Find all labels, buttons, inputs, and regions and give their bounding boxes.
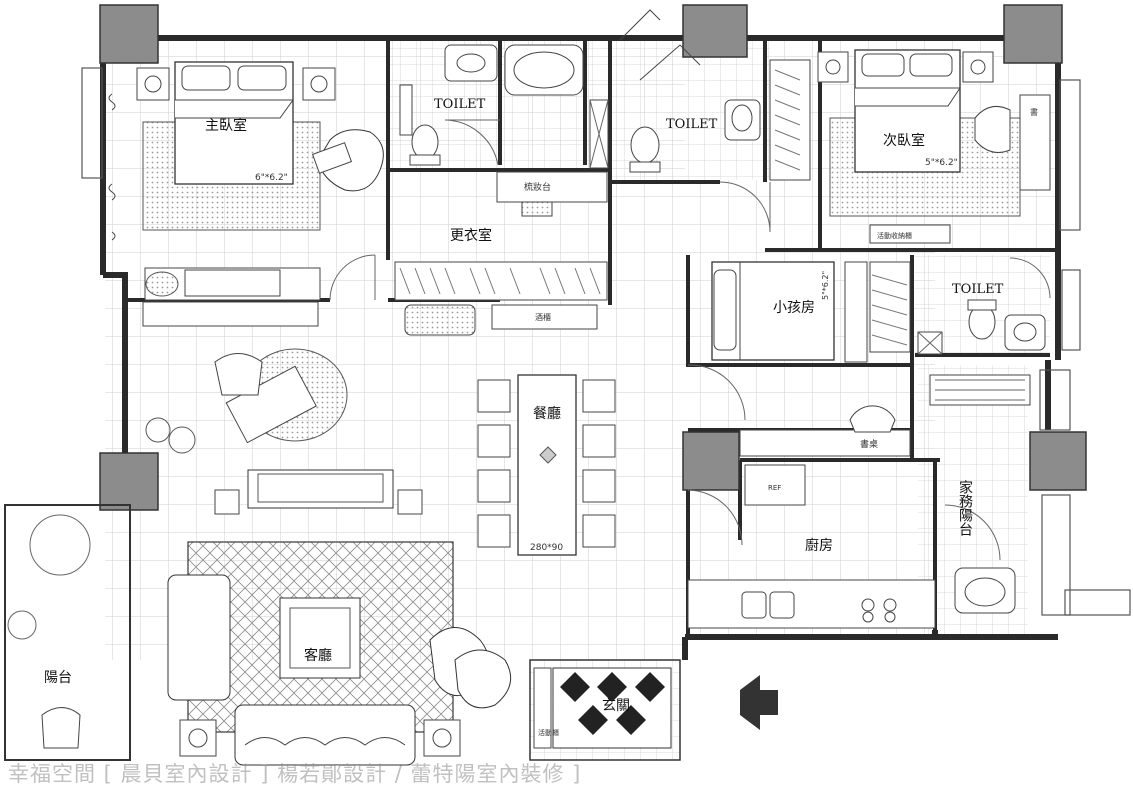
desk-label: 書桌 <box>860 438 878 450</box>
service-balcony-fixtures <box>929 374 1031 614</box>
desk-area <box>739 405 911 457</box>
living-room-furniture <box>167 541 512 766</box>
wine-cabinet-label: 酒櫃 <box>535 312 551 322</box>
vanity-label: 梳妝台 <box>524 181 551 193</box>
ref-label: REF <box>768 484 781 492</box>
watermark: 幸福空間 [ 晨貝室內設計 ] 楊若鄖設計 / 蕾特陽室內裝修 ] <box>8 762 582 786</box>
second-bedroom-furniture <box>769 49 1051 244</box>
tv-console <box>214 469 423 515</box>
service-balcony-label: 家務陽台 <box>957 479 973 536</box>
center-toilet-fixtures <box>619 9 771 233</box>
walk-in-closet-label: 更衣室 <box>450 227 492 244</box>
master-bedroom-furniture <box>108 61 384 327</box>
kids-room-furniture <box>687 261 911 421</box>
cabinet-label: 活動櫃 <box>538 728 559 737</box>
kids-room-label: 小孩房 <box>773 300 815 316</box>
entrance-label: 玄關 <box>602 697 630 714</box>
toilet-kids-label: TOILET <box>952 282 1004 297</box>
master-toilet-fixtures <box>399 44 609 169</box>
balcony-label: 陽台 <box>44 670 72 686</box>
windows <box>81 67 1131 616</box>
second-bed-size-label: 5"*6.2" <box>925 158 958 168</box>
table-size-label: 280*90 <box>530 543 563 553</box>
closet-fixtures <box>329 171 608 336</box>
exterior-walls <box>100 35 1061 660</box>
toilet-master-label: TOILET <box>434 97 486 112</box>
living-room-label: 客廳 <box>304 647 332 664</box>
balcony-left <box>4 504 131 761</box>
room-labels: 主臥室 6"*6.2" TOILET 梳妝台 更衣室 TOILET 次臥室 5"… <box>44 97 1038 737</box>
dining-label: 餐廳 <box>533 405 561 422</box>
master-bed-size-label: 6"*6.2" <box>255 173 288 183</box>
entrance-area <box>529 659 778 761</box>
kitchen-label: 廚房 <box>805 537 833 554</box>
structural-columns <box>99 4 1087 511</box>
toilet-center-label: TOILET <box>666 117 718 132</box>
dressing-label: 書 <box>1030 107 1038 117</box>
master-bedroom-label: 主臥室 <box>205 117 247 134</box>
dining-set <box>477 374 616 556</box>
kitchen-fixtures <box>687 464 936 629</box>
kids-toilet-fixtures <box>917 257 1051 355</box>
study-corner <box>145 348 348 454</box>
kids-bed-size-label: 5"*6.2" <box>821 271 830 300</box>
second-bedroom-label: 次臥室 <box>883 132 925 149</box>
activity-cabinet-label: 活動收納櫃 <box>877 231 912 240</box>
